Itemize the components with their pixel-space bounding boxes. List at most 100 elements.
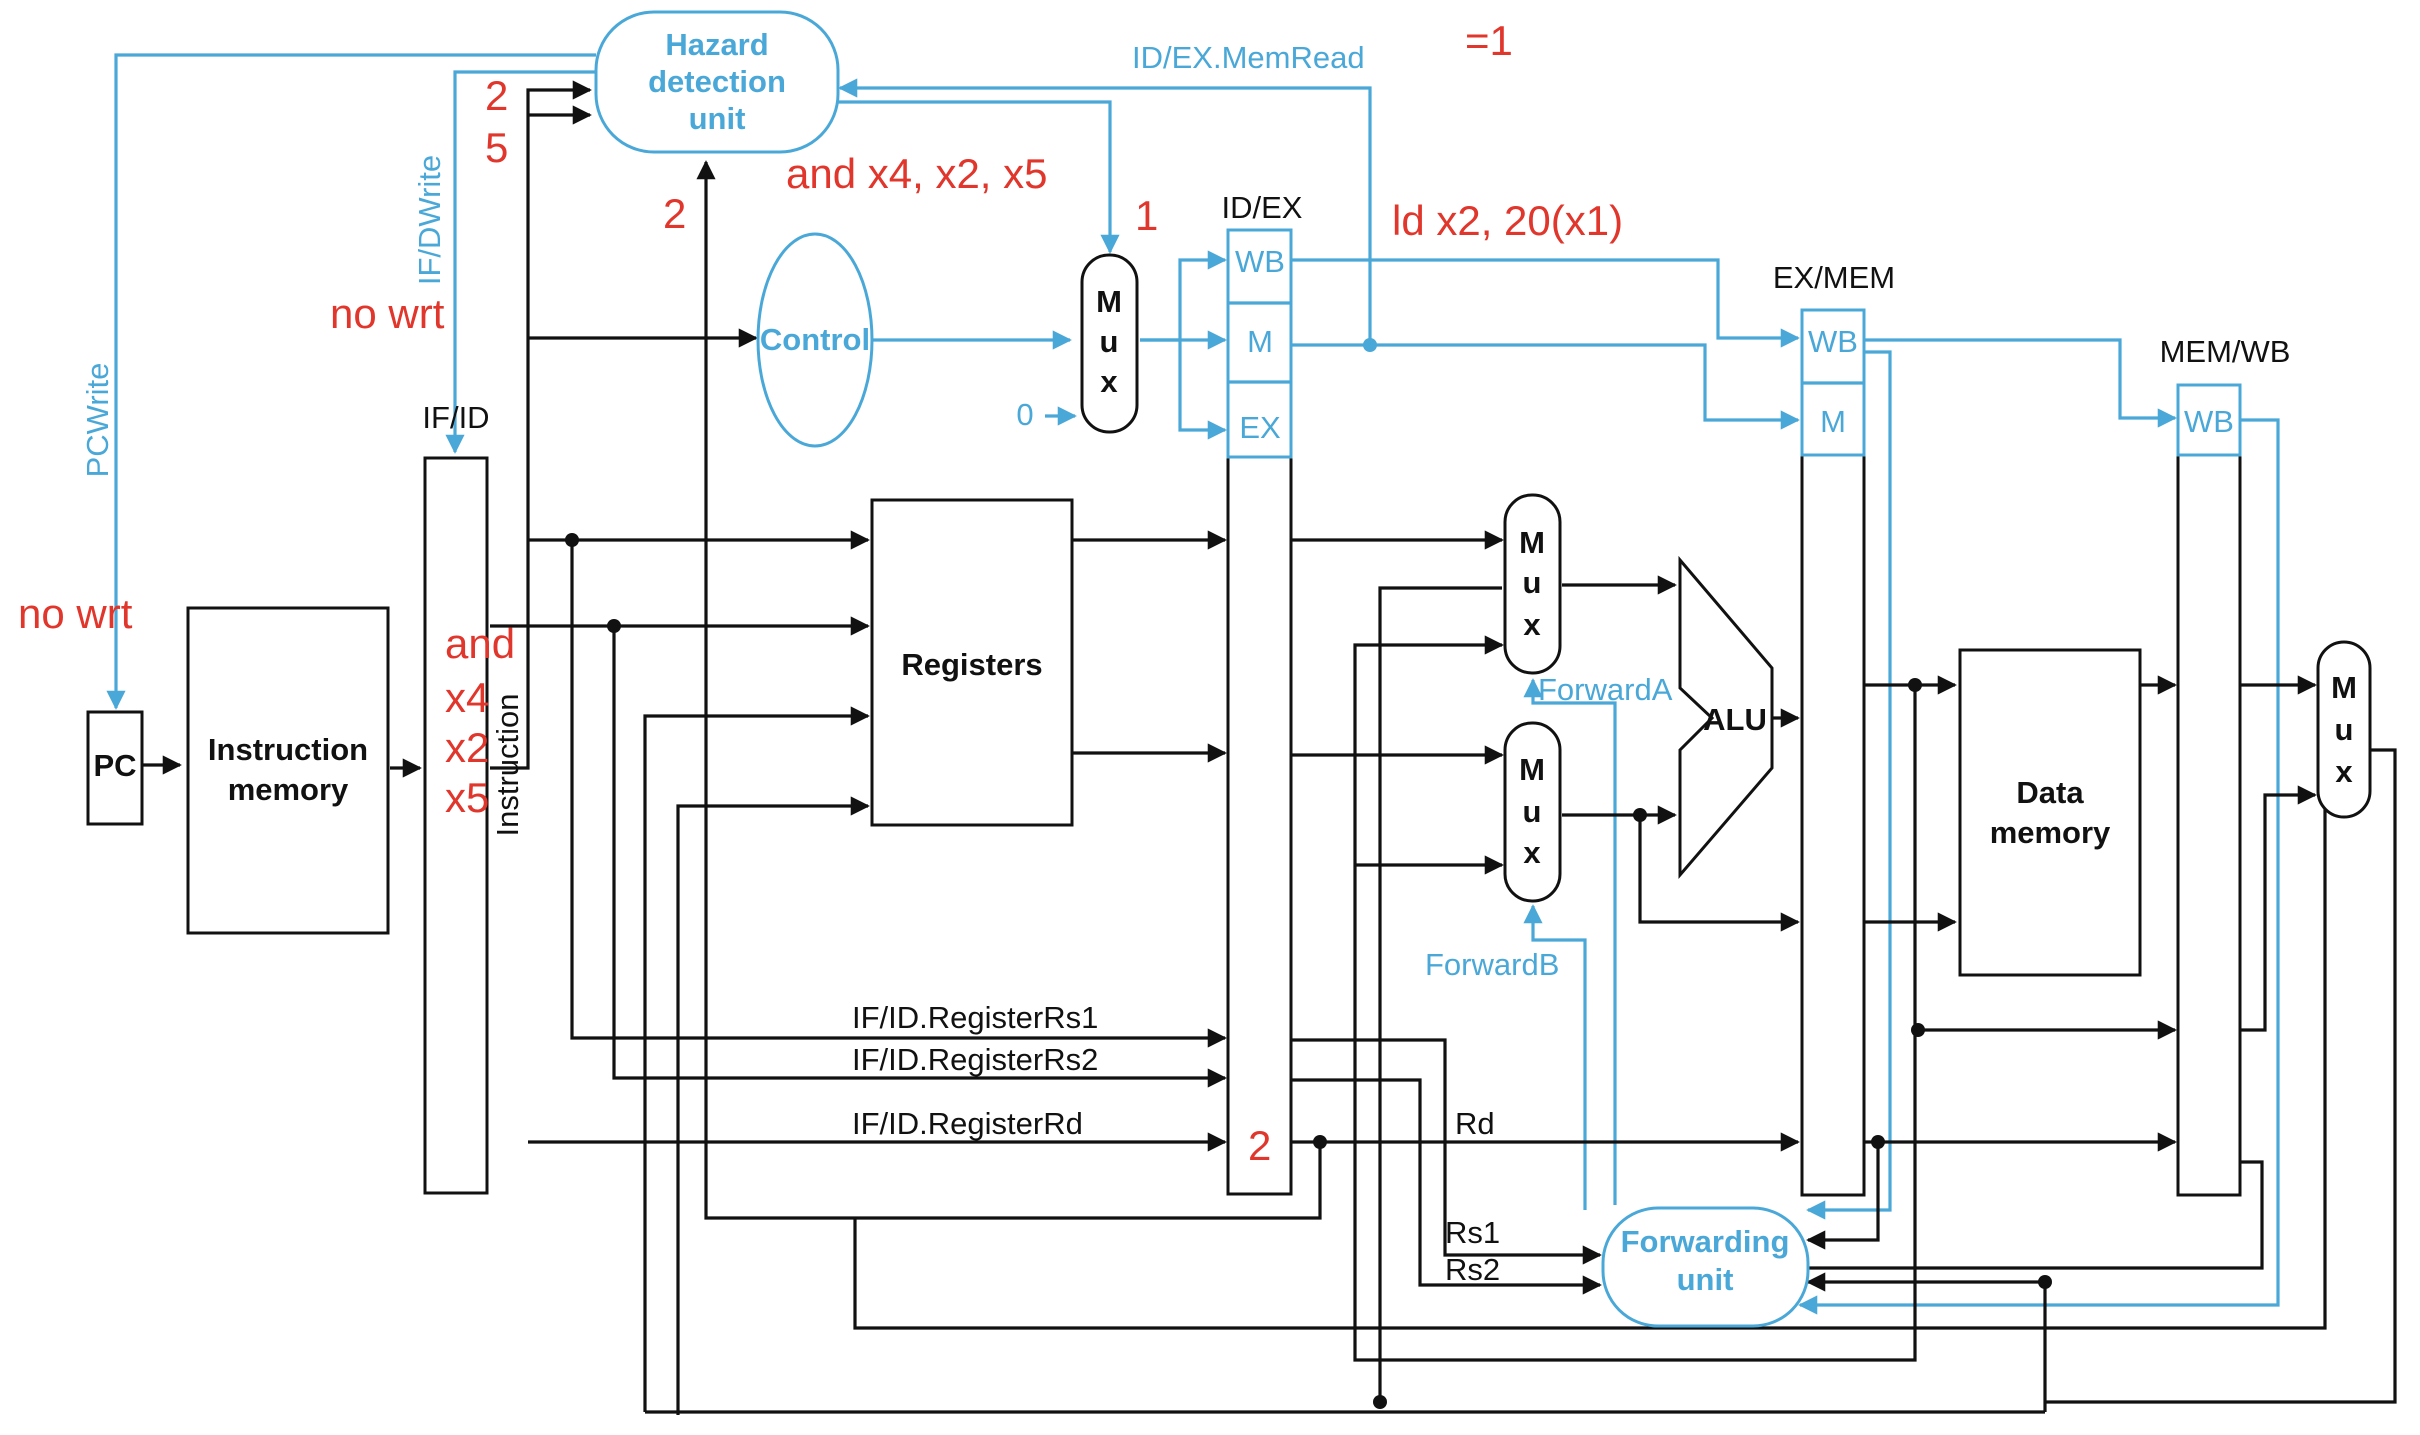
muxB-to-exmem-wire bbox=[1638, 815, 1800, 932]
idex-rd-to-hazard-wire bbox=[696, 160, 1322, 1220]
control-mux-u: u bbox=[1100, 324, 1119, 359]
exmem-m-field: M bbox=[1820, 404, 1846, 439]
muxA-m: M bbox=[1519, 525, 1545, 560]
and-instr-annotation: and x4, x2, x5 bbox=[786, 150, 1048, 197]
hazard-label-2: detection bbox=[648, 64, 786, 99]
ifid-label: IF/ID bbox=[422, 400, 489, 435]
forwarding-unit: Forwarding unit bbox=[1601, 1206, 1810, 1328]
wb-mux: M u x bbox=[2316, 640, 2372, 819]
hazard-5-annotation: 5 bbox=[485, 124, 508, 171]
mux-a: M u x bbox=[1503, 493, 1562, 675]
annotations: =1 2 5 2 and x4, x2, x5 1 ld x2, 20(x1) … bbox=[18, 17, 1623, 1169]
alu: ALU bbox=[1678, 555, 1774, 880]
control-label: Control bbox=[760, 322, 870, 357]
no-wrt-ifid-annotation: no wrt bbox=[330, 290, 445, 337]
pc-label: PC bbox=[93, 748, 136, 783]
pcwrite-label: PCWrite bbox=[80, 363, 115, 478]
muxA-x: x bbox=[1523, 607, 1541, 642]
forwardA-label: ForwardA bbox=[1538, 672, 1673, 707]
mux-b: M u x bbox=[1503, 721, 1562, 903]
memwb-label: MEM/WB bbox=[2160, 334, 2291, 369]
idex-m-to-exmem-m-wire bbox=[1290, 343, 1800, 430]
wb-mux-output-wire bbox=[2045, 748, 2397, 1404]
forwardA-wire bbox=[1523, 678, 1617, 1205]
hazard-label-3: unit bbox=[689, 101, 746, 136]
ifid-register: IF/ID Instruction bbox=[422, 400, 525, 1195]
forwarding-label-1: Forwarding bbox=[1621, 1224, 1790, 1259]
wbmux-x: x bbox=[2335, 754, 2353, 789]
exmem-register: WB M EX/MEM bbox=[1773, 260, 1895, 1197]
and-word-annotation: and bbox=[445, 620, 515, 667]
rs2-short-label: Rs2 bbox=[1445, 1252, 1500, 1287]
zero-label: 0 bbox=[1016, 397, 1033, 432]
idex-wb-field: WB bbox=[1235, 244, 1285, 279]
hazard-detection-unit: Hazard detection unit bbox=[594, 10, 840, 154]
registers-label: Registers bbox=[901, 647, 1042, 682]
rs1-label: IF/ID.RegisterRs1 bbox=[852, 1000, 1098, 1035]
rd-label: IF/ID.RegisterRd bbox=[852, 1106, 1083, 1141]
alu-label: ALU bbox=[1703, 702, 1767, 737]
write-data-wire bbox=[676, 796, 870, 1415]
register-file: Registers bbox=[870, 498, 1074, 827]
memread-label: ID/EX.MemRead bbox=[1132, 40, 1365, 75]
x2-annotation: x2 bbox=[445, 724, 489, 771]
signal-labels: PCWrite IF/DWrite ID/EX.MemRead 0 Forwar… bbox=[80, 40, 1673, 1287]
idex-register: WB M EX ID/EX bbox=[1222, 190, 1303, 1196]
memwb-regwrite-wire bbox=[1798, 418, 2280, 1315]
forwardB-label: ForwardB bbox=[1425, 947, 1559, 982]
idex-m-field: M bbox=[1247, 324, 1273, 359]
hazard-2b-annotation: 2 bbox=[663, 190, 686, 237]
hazard-2-annotation: 2 bbox=[485, 72, 508, 119]
rs2-wire bbox=[612, 626, 1227, 1088]
exmem-label: EX/MEM bbox=[1773, 260, 1895, 295]
control-unit: Control bbox=[756, 232, 874, 448]
rs2-label: IF/ID.RegisterRs2 bbox=[852, 1042, 1098, 1077]
memwb-alu-to-mux-wire bbox=[2240, 785, 2317, 1032]
hazard-to-mux-wire bbox=[838, 100, 1120, 254]
imem-label-1: Instruction bbox=[208, 732, 368, 767]
junctions bbox=[565, 338, 2052, 1409]
mux-to-wb-wire bbox=[1140, 250, 1227, 342]
hazard-label-1: Hazard bbox=[665, 27, 768, 62]
muxA-u: u bbox=[1523, 565, 1542, 600]
exmem-forward-wire bbox=[1353, 635, 1917, 1362]
instruction-label: Instruction bbox=[490, 693, 525, 836]
dmem-label-1: Data bbox=[2016, 775, 2084, 810]
forwardB-wire bbox=[1523, 904, 1587, 1210]
exmem-rd-to-fwd-wire bbox=[1806, 1142, 1880, 1250]
forwarding-label-2: unit bbox=[1677, 1262, 1734, 1297]
muxB-u: u bbox=[1523, 794, 1542, 829]
rd-2-annotation: 2 bbox=[1248, 1122, 1271, 1169]
idex-ex-field: EX bbox=[1239, 410, 1281, 445]
muxB-x: x bbox=[1523, 835, 1541, 870]
memwb-rd-fwd-wire bbox=[1808, 1160, 2264, 1270]
datapath-wires bbox=[142, 80, 2397, 1415]
rs1-wire bbox=[570, 540, 1227, 1048]
memwb-wb-field: WB bbox=[2184, 404, 2234, 439]
exmem-wb-to-memwb-wb-wire bbox=[1862, 338, 2177, 428]
rs1-short-label: Rs1 bbox=[1445, 1215, 1500, 1250]
mux-1-annotation: 1 bbox=[1135, 192, 1158, 239]
rd-short-label: Rd bbox=[1455, 1106, 1495, 1141]
muxB-m: M bbox=[1519, 752, 1545, 787]
write-reg-wire bbox=[643, 706, 870, 1412]
ifdwrite-wire bbox=[445, 70, 596, 454]
ifdwrite-label: IF/DWrite bbox=[412, 155, 447, 285]
mux-to-ex-wire bbox=[1178, 340, 1227, 440]
idex-wb-to-exmem-wb-wire bbox=[1290, 258, 1800, 348]
rs2-to-fwd-wire bbox=[1290, 1078, 1602, 1295]
imem-label-2: memory bbox=[228, 772, 349, 807]
memread-eq-annotation: =1 bbox=[1465, 17, 1513, 64]
no-wrt-pc-annotation: no wrt bbox=[18, 590, 133, 637]
memwb-register: WB MEM/WB bbox=[2160, 334, 2291, 1197]
exmem-wb-field: WB bbox=[1808, 324, 1858, 359]
control-mux-m: M bbox=[1096, 284, 1122, 319]
data-memory: Data memory bbox=[1958, 648, 2142, 977]
ld-instr-annotation: ld x2, 20(x1) bbox=[1392, 197, 1623, 244]
x4-annotation: x4 bbox=[445, 674, 489, 721]
wb-forward-wire bbox=[1378, 586, 1502, 1402]
wbmux-u: u bbox=[2335, 712, 2354, 747]
pcwrite-wire bbox=[106, 53, 596, 710]
instr-to-hazard-wire bbox=[490, 80, 592, 770]
